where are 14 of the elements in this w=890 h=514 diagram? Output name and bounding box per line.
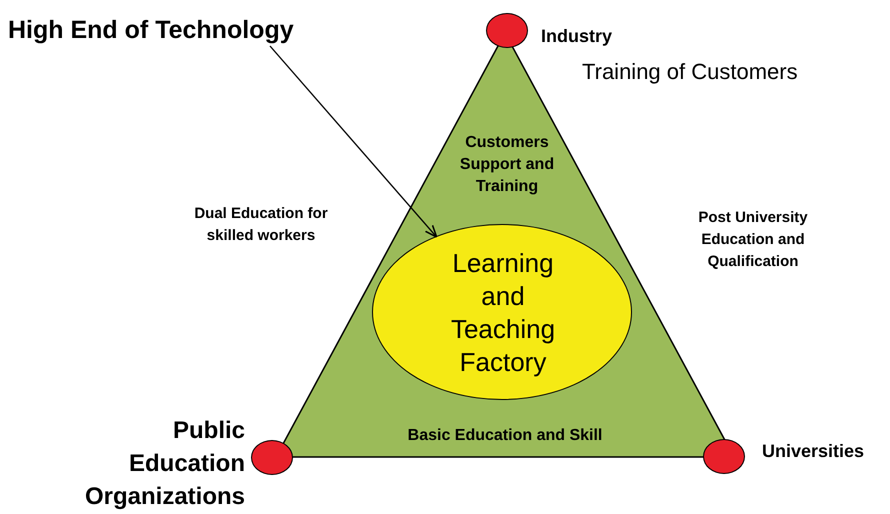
corner-label: Industry [541,25,614,47]
note-text: Training of Customers [582,58,799,86]
heading-text: High End of Technology [8,15,295,46]
node-text: Learning and Teaching Factory [450,247,556,379]
corner-label: Public Education Organizations [84,416,245,512]
note-text: Post University Education and Qualification [697,208,809,272]
corner-label: Universities [762,440,866,462]
corner-circle [251,440,293,475]
node-text: Basic Education and Skill [406,426,604,446]
arrow [270,46,438,238]
corner-circle [703,439,745,474]
corner-circle [486,13,528,48]
node-text: Customers Support and Training [458,133,556,197]
note-text: Dual Education for skilled workers [193,204,329,246]
